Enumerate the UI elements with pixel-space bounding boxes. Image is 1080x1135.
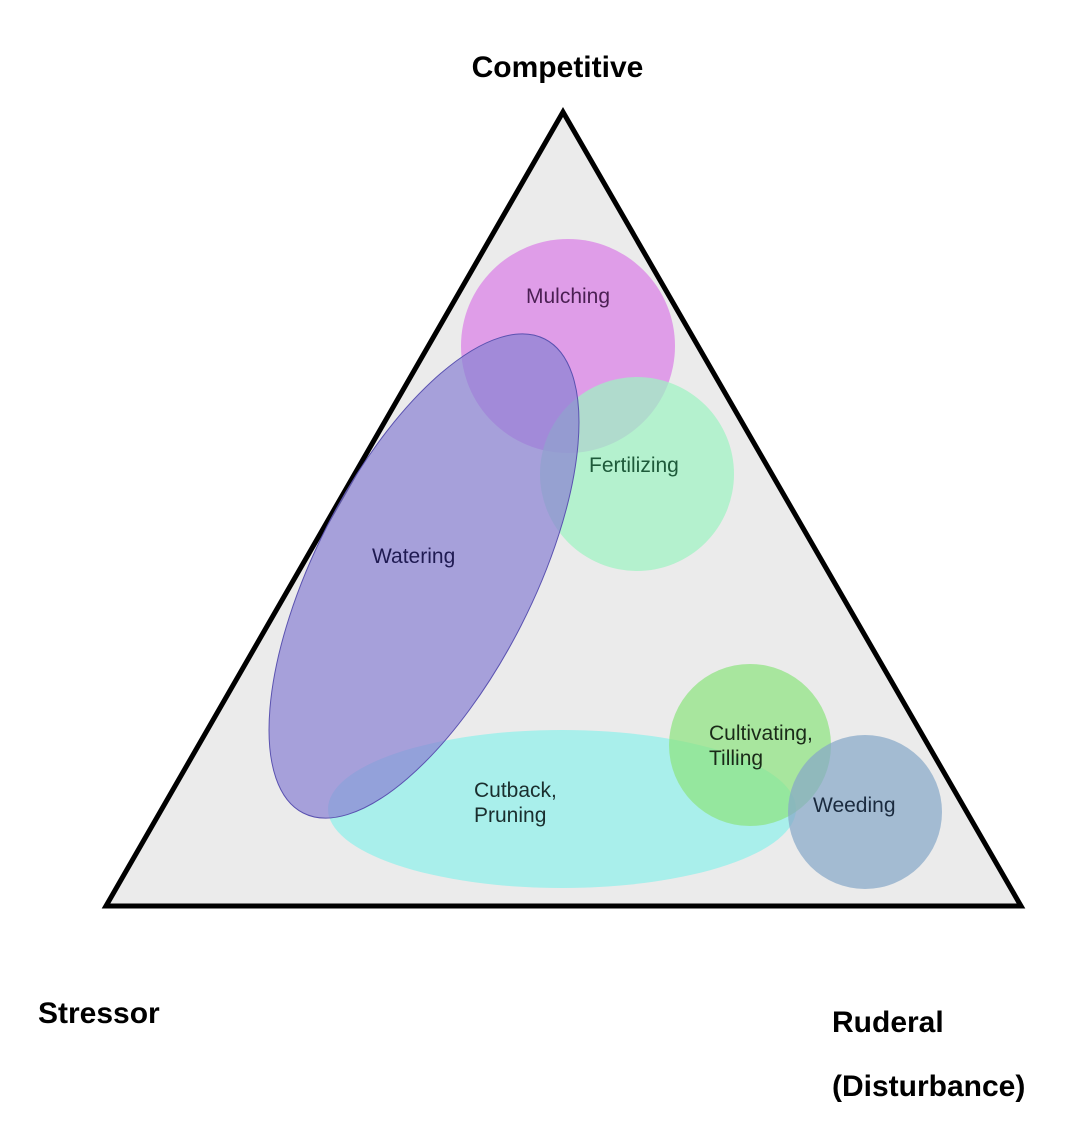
ruderal-axis-label-line2: (Disturbance) — [832, 1070, 1026, 1103]
mulching-label: Mulching — [526, 285, 610, 308]
watering-region — [268, 333, 580, 819]
weeding-label: Weeding — [813, 794, 896, 817]
cultivating-region — [669, 664, 831, 826]
cutback-label: Cutback,Pruning — [474, 779, 557, 827]
stressor-axis-label: Stressor — [38, 997, 160, 1030]
competitive-axis-label: Competitive — [471, 51, 644, 84]
ruderal-axis-label: Ruderal (Disturbance) — [832, 975, 1025, 1135]
ruderal-axis-label-line1: Ruderal — [832, 1006, 944, 1039]
fertilizing-region — [540, 377, 734, 571]
fertilizing-label: Fertilizing — [589, 454, 679, 477]
cultivating-label: Cultivating,Tilling — [709, 722, 813, 770]
watering-label: Watering — [372, 545, 455, 568]
ternary-diagram: Mulching Fertilizing Watering Cutback,Pr… — [101, 106, 1026, 909]
weeding-region — [788, 735, 942, 889]
